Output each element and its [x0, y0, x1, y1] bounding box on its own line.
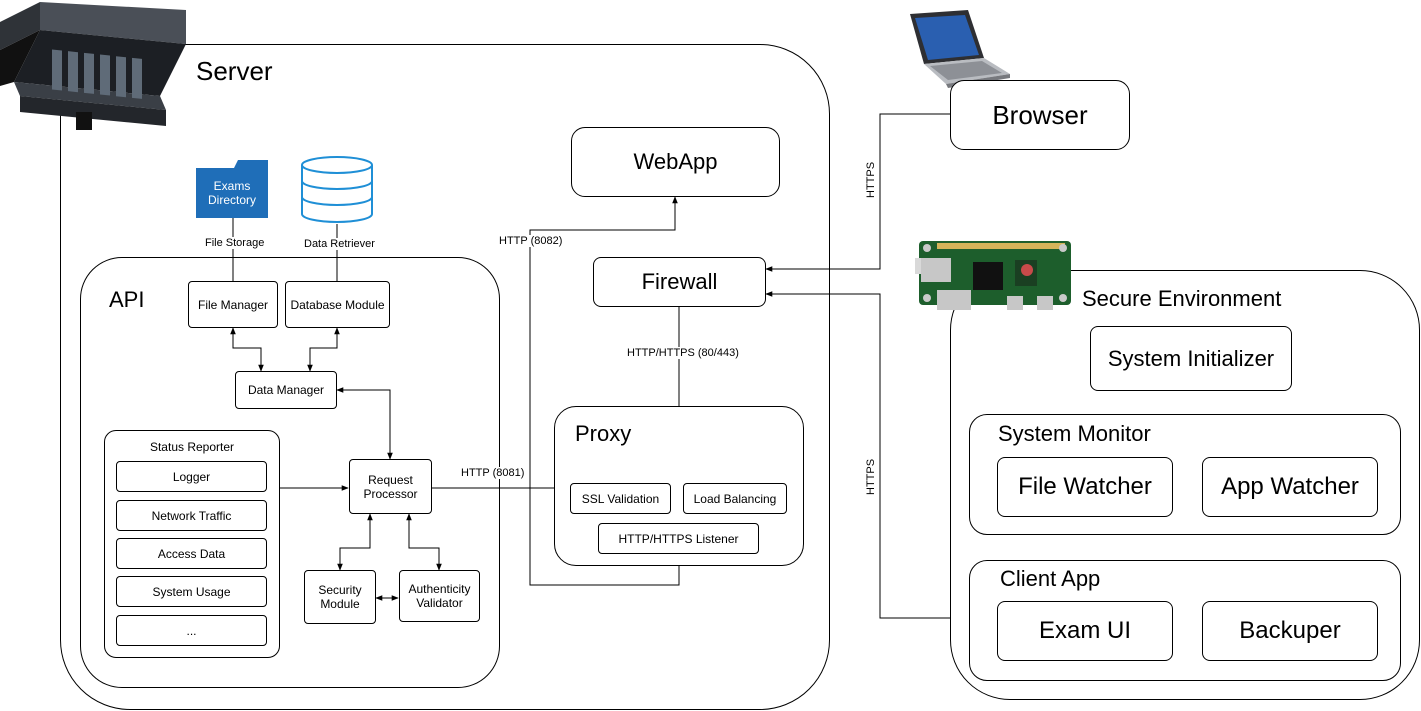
http-8082-link [529, 196, 680, 586]
file-storage-label: File Storage [204, 237, 266, 249]
logger-box: Logger [116, 461, 267, 492]
secure-environment-container [950, 270, 1420, 700]
browser-firewall-link [765, 113, 950, 272]
server-rack-icon [0, 0, 188, 132]
secure-environment-title: Secure Environment [1082, 286, 1282, 311]
api-title: API [109, 287, 145, 312]
proxy-title: Proxy [575, 421, 632, 446]
https-browser-label: HTTPS [865, 161, 877, 198]
more-items-box: ... [116, 615, 267, 646]
folder-icon [196, 160, 268, 218]
system-monitor-title: System Monitor [998, 421, 1151, 446]
secure-env-firewall-link [765, 291, 950, 619]
https-secure-label: HTTPS [865, 458, 877, 495]
client-app-title: Client App [1000, 566, 1101, 591]
http-8082-label: HTTP (8082) [498, 235, 564, 247]
request-processor-security-link [337, 513, 373, 571]
file-manager-data-manager-link [230, 327, 264, 372]
server-container [60, 44, 830, 710]
authenticity-validator-box: Authenticity Validator [399, 570, 480, 622]
data-manager-request-processor-link [336, 387, 393, 460]
http-8081-label: HTTP (8081) [460, 467, 526, 479]
database-data-manager-link [307, 327, 340, 372]
server-title: Server [196, 56, 273, 86]
raspberry-pi-board-icon [915, 240, 1073, 312]
status-reporter-title: Status Reporter [149, 440, 235, 454]
system-monitor-container [969, 414, 1401, 535]
data-retriever-label: Data Retriever [303, 238, 376, 250]
file-manager-box: File Manager [188, 281, 278, 328]
database-icon [300, 156, 374, 224]
firewall-box: Firewall [593, 257, 766, 307]
request-processor-authenticity-link [406, 513, 442, 571]
browser-box: Browser [950, 80, 1130, 150]
file-watcher-box: File Watcher [997, 457, 1173, 517]
status-reporter-container [104, 430, 280, 658]
exam-ui-box: Exam UI [997, 601, 1173, 661]
load-balancing-box: Load Balancing [683, 483, 787, 514]
ssl-validation-box: SSL Validation [570, 483, 671, 514]
client-app-container [969, 560, 1401, 681]
exams-directory-label: Exams Directory [207, 179, 256, 207]
app-watcher-box: App Watcher [1202, 457, 1378, 517]
security-module-box: Security Module [304, 570, 376, 624]
database-module-box: Database Module [285, 281, 390, 328]
backuper-box: Backuper [1202, 601, 1378, 661]
webapp-box: WebApp [571, 127, 780, 197]
http-https-listener-box: HTTP/HTTPS Listener [598, 523, 759, 554]
system-usage-box: System Usage [116, 576, 267, 607]
access-data-box: Access Data [116, 538, 267, 569]
request-processor-box: Request Processor [349, 459, 432, 514]
system-initializer-box: System Initializer [1090, 326, 1292, 391]
http-80-443-label: HTTP/HTTPS (80/443) [626, 347, 740, 359]
network-traffic-box: Network Traffic [116, 500, 267, 531]
data-manager-box: Data Manager [235, 371, 337, 409]
